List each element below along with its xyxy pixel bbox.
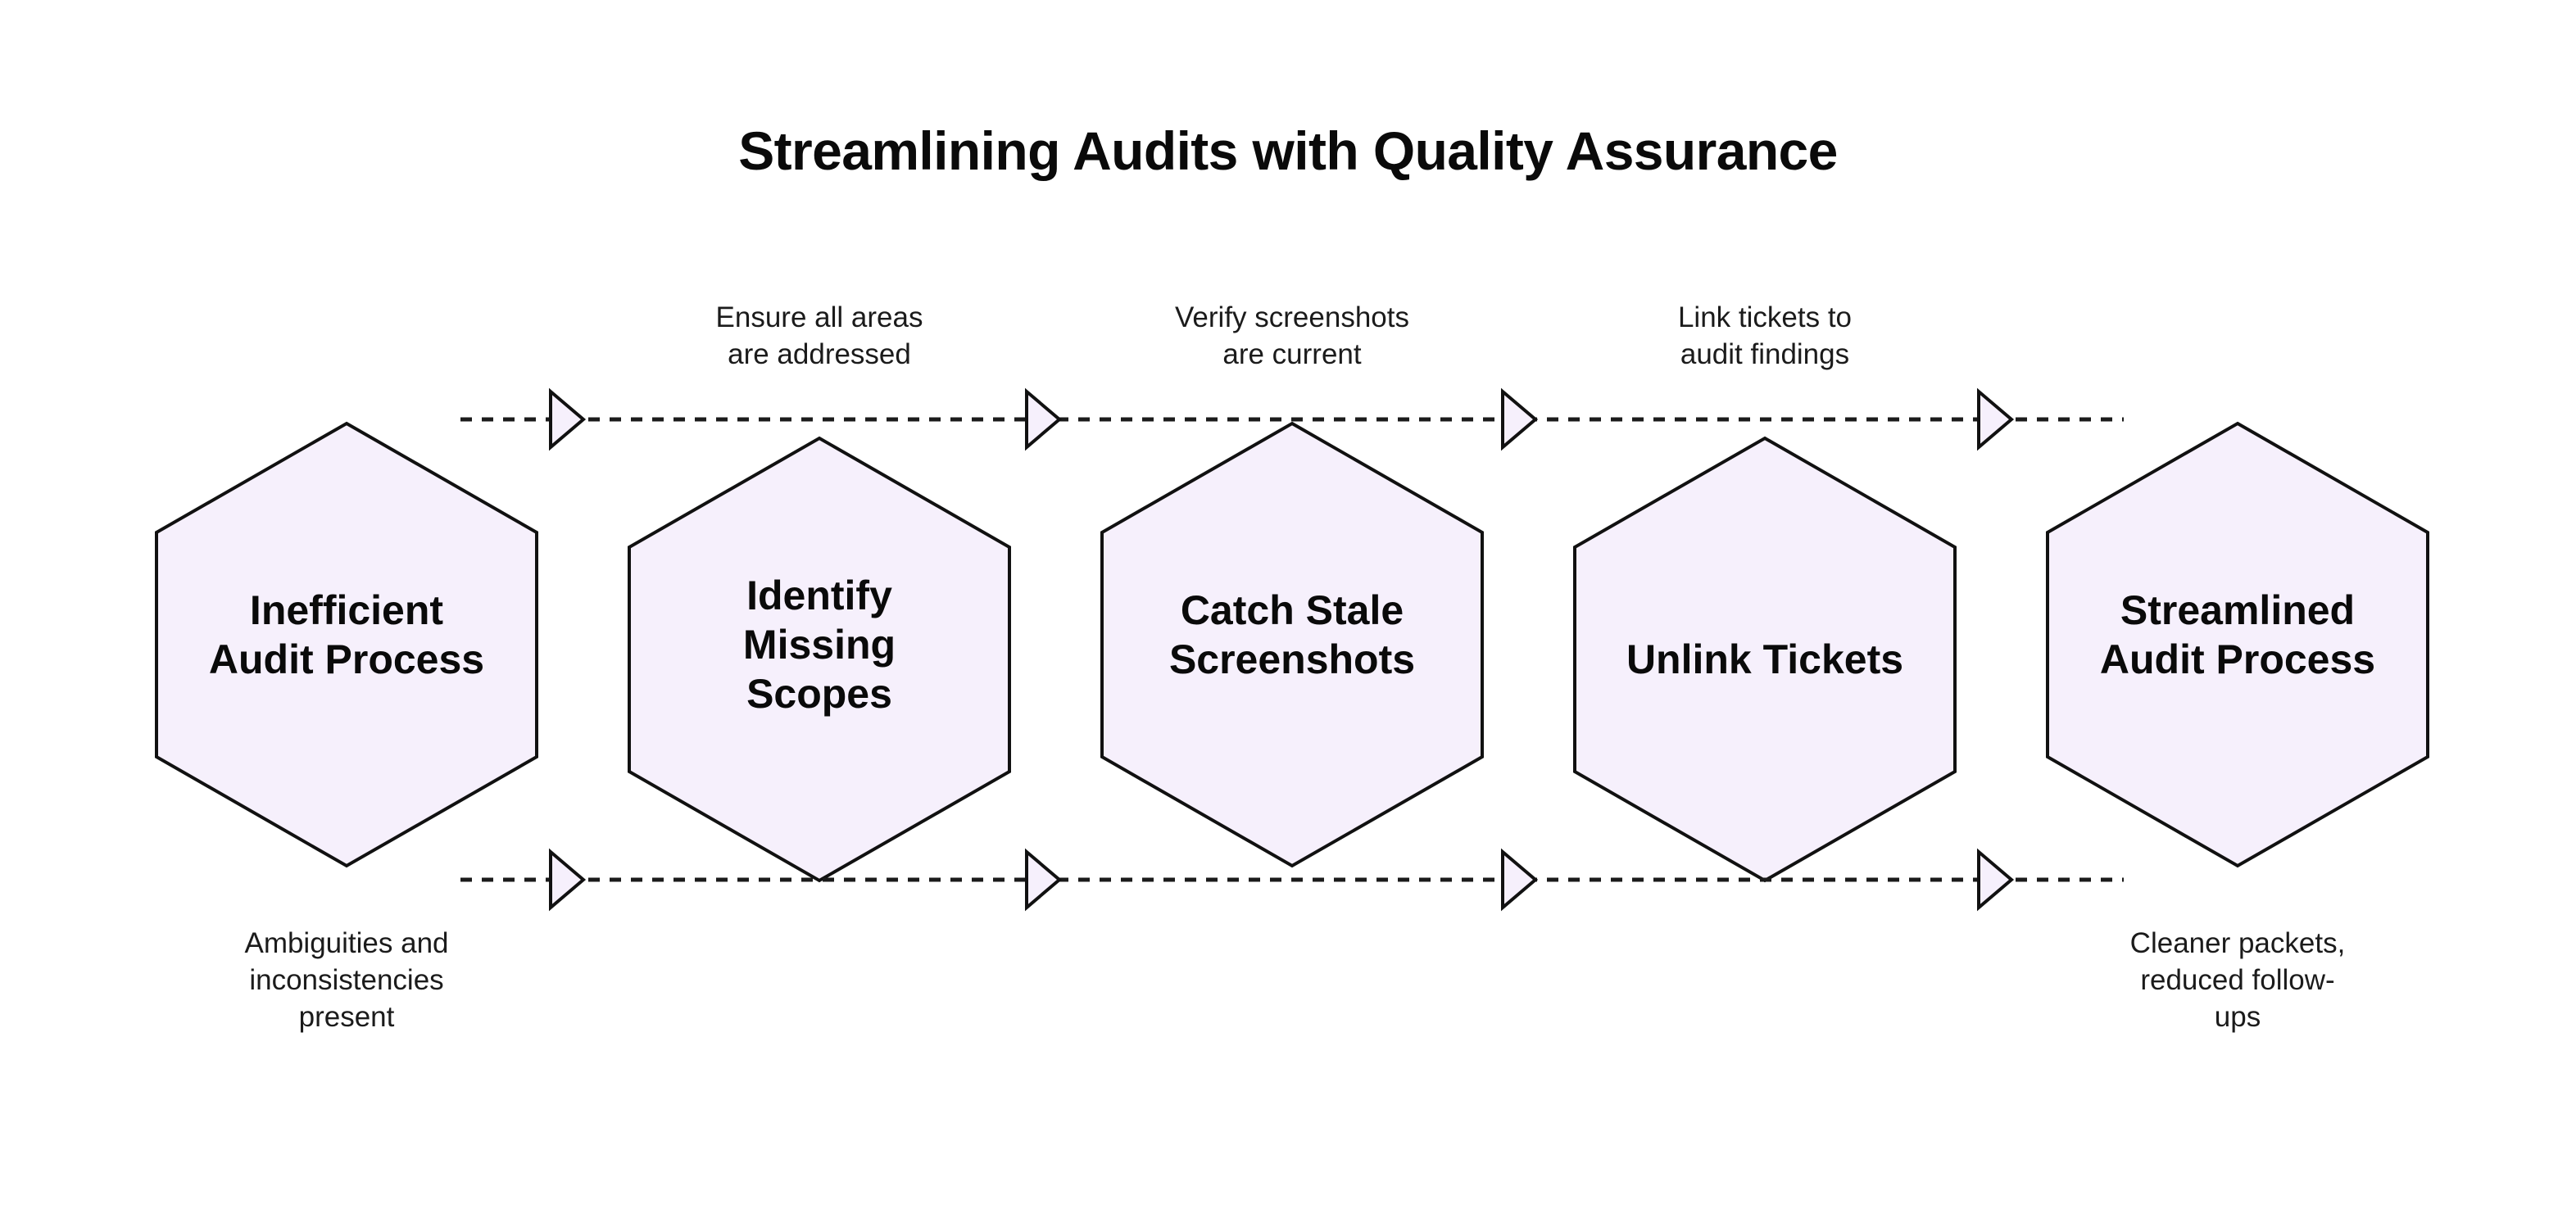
caption-top-3-line-1: Link tickets to <box>1677 301 1853 333</box>
bottom-arrowhead-1 <box>549 848 587 912</box>
caption-bottom-left: Ambiguities and inconsistencies present <box>150 926 543 1035</box>
hexagon-node-3[interactable] <box>1100 421 1484 868</box>
bottom-arrowhead-3 <box>1501 848 1539 912</box>
caption-bottom-right-line-1: Cleaner packets, <box>2129 927 2346 959</box>
caption-top-2-line-1: Verify screenshots <box>1175 301 1409 333</box>
bottom-arrowhead-2 <box>1025 848 1063 912</box>
page-title: Streamlining Audits with Quality Assuran… <box>738 120 1838 181</box>
bottom-arrowhead-4 <box>1977 848 2015 912</box>
caption-top-1: Ensure all areas are addressed <box>623 300 1016 374</box>
top-arrowhead-4 <box>1977 387 2015 451</box>
caption-bottom-left-line-3: present <box>298 1000 395 1033</box>
top-arrowhead-1 <box>549 387 587 451</box>
caption-top-1-line-2: are addressed <box>728 337 911 370</box>
caption-top-1-line-1: Ensure all areas <box>715 301 923 333</box>
caption-bottom-right-line-2: reduced follow- <box>2140 963 2335 996</box>
caption-bottom-right: Cleaner packets, reduced follow- ups <box>2041 926 2434 1035</box>
hexagon-node-5[interactable] <box>2046 421 2429 868</box>
caption-top-3: Link tickets to audit findings <box>1568 300 1961 374</box>
caption-top-2: Verify screenshots are current <box>1095 300 1489 374</box>
caption-bottom-left-line-1: Ambiguities and <box>244 927 449 959</box>
top-arrowhead-3 <box>1501 387 1539 451</box>
hexagon-node-4[interactable] <box>1573 436 1957 883</box>
hexagon-node-2[interactable] <box>628 436 1011 883</box>
caption-bottom-left-line-2: inconsistencies <box>249 963 444 996</box>
caption-top-2-line-2: are current <box>1222 337 1362 370</box>
caption-bottom-right-line-3: ups <box>2214 1000 2261 1033</box>
top-arrowhead-2 <box>1025 387 1063 451</box>
hexagon-node-1[interactable] <box>155 421 538 868</box>
caption-top-3-line-2: audit findings <box>1680 337 1850 370</box>
